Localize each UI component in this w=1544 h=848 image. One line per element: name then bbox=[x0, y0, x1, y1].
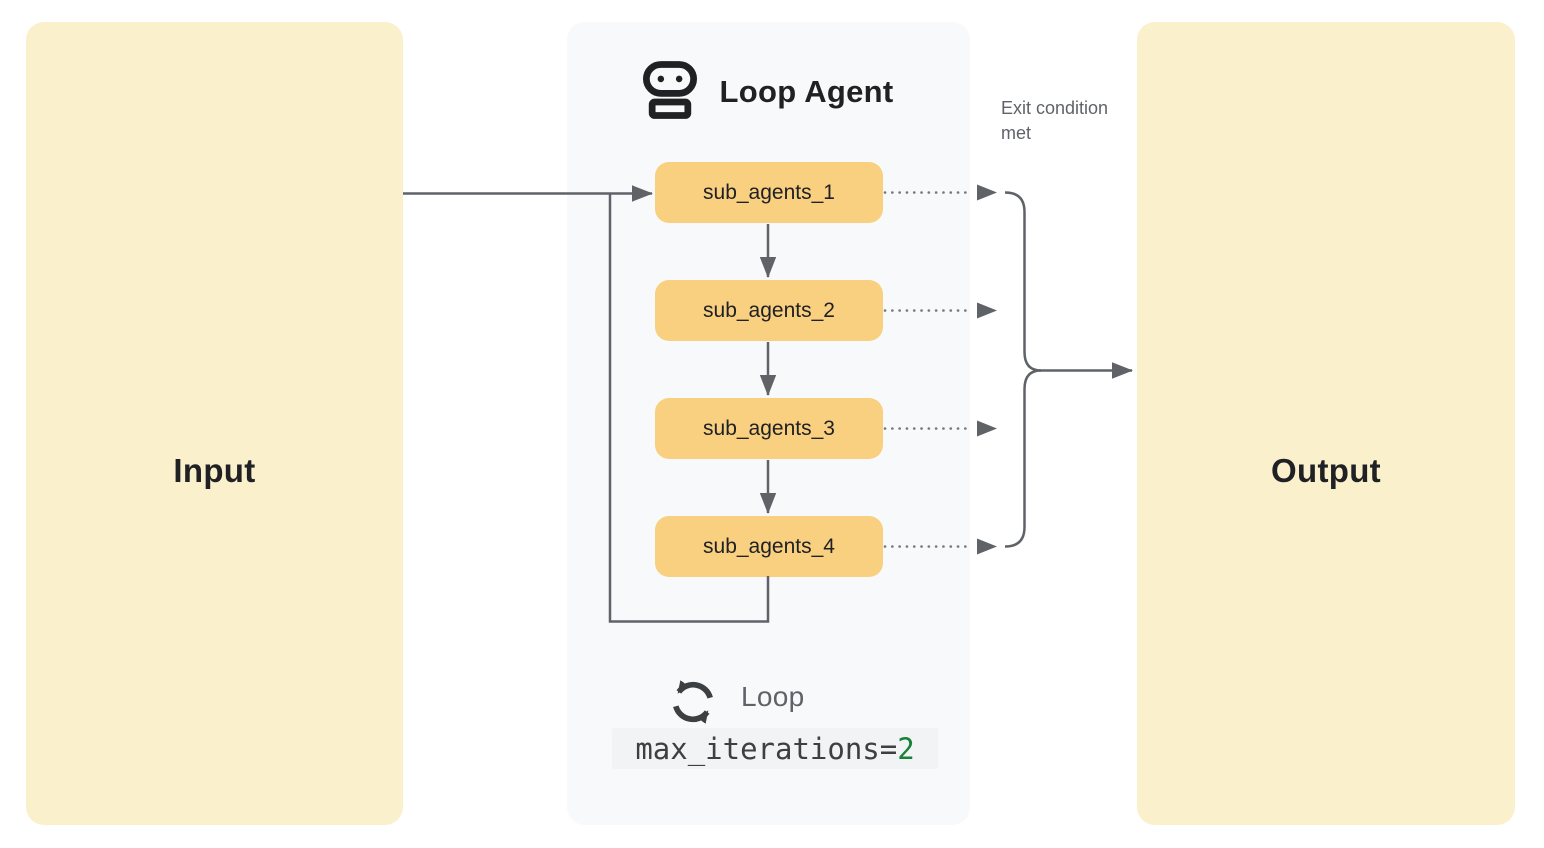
loop-sync-icon bbox=[667, 676, 719, 728]
sub-agent-box-2: sub_agents_2 bbox=[655, 280, 883, 341]
code-value: 2 bbox=[897, 731, 915, 766]
exit-arrowhead-4 bbox=[977, 538, 997, 555]
output-panel: Output bbox=[1137, 22, 1515, 825]
max-iterations-code: max_iterations=2 bbox=[612, 728, 938, 769]
exit-arrowhead-3 bbox=[977, 420, 997, 437]
input-label: Input bbox=[173, 452, 256, 489]
sub-agent-box-1: sub_agents_1 bbox=[655, 162, 883, 223]
robot-icon bbox=[643, 60, 698, 124]
loop-agent-header: Loop Agent bbox=[567, 60, 970, 124]
sub-agent-box-3: sub_agents_3 bbox=[655, 398, 883, 459]
sub-agent-box-4: sub_agents_4 bbox=[655, 516, 883, 577]
code-text: max_iterations= bbox=[635, 731, 898, 766]
loop-agent-title: Loop Agent bbox=[719, 74, 894, 109]
exit-arrowhead-2 bbox=[977, 302, 997, 319]
exit-condition-label: Exit condition met bbox=[1001, 98, 1109, 143]
exit-arrowhead-1 bbox=[977, 184, 997, 201]
input-panel: Input bbox=[26, 22, 403, 825]
exit-merge-brace bbox=[1004, 191, 1042, 548]
output-label: Output bbox=[1271, 452, 1381, 489]
loop-label: Loop bbox=[741, 681, 805, 712]
